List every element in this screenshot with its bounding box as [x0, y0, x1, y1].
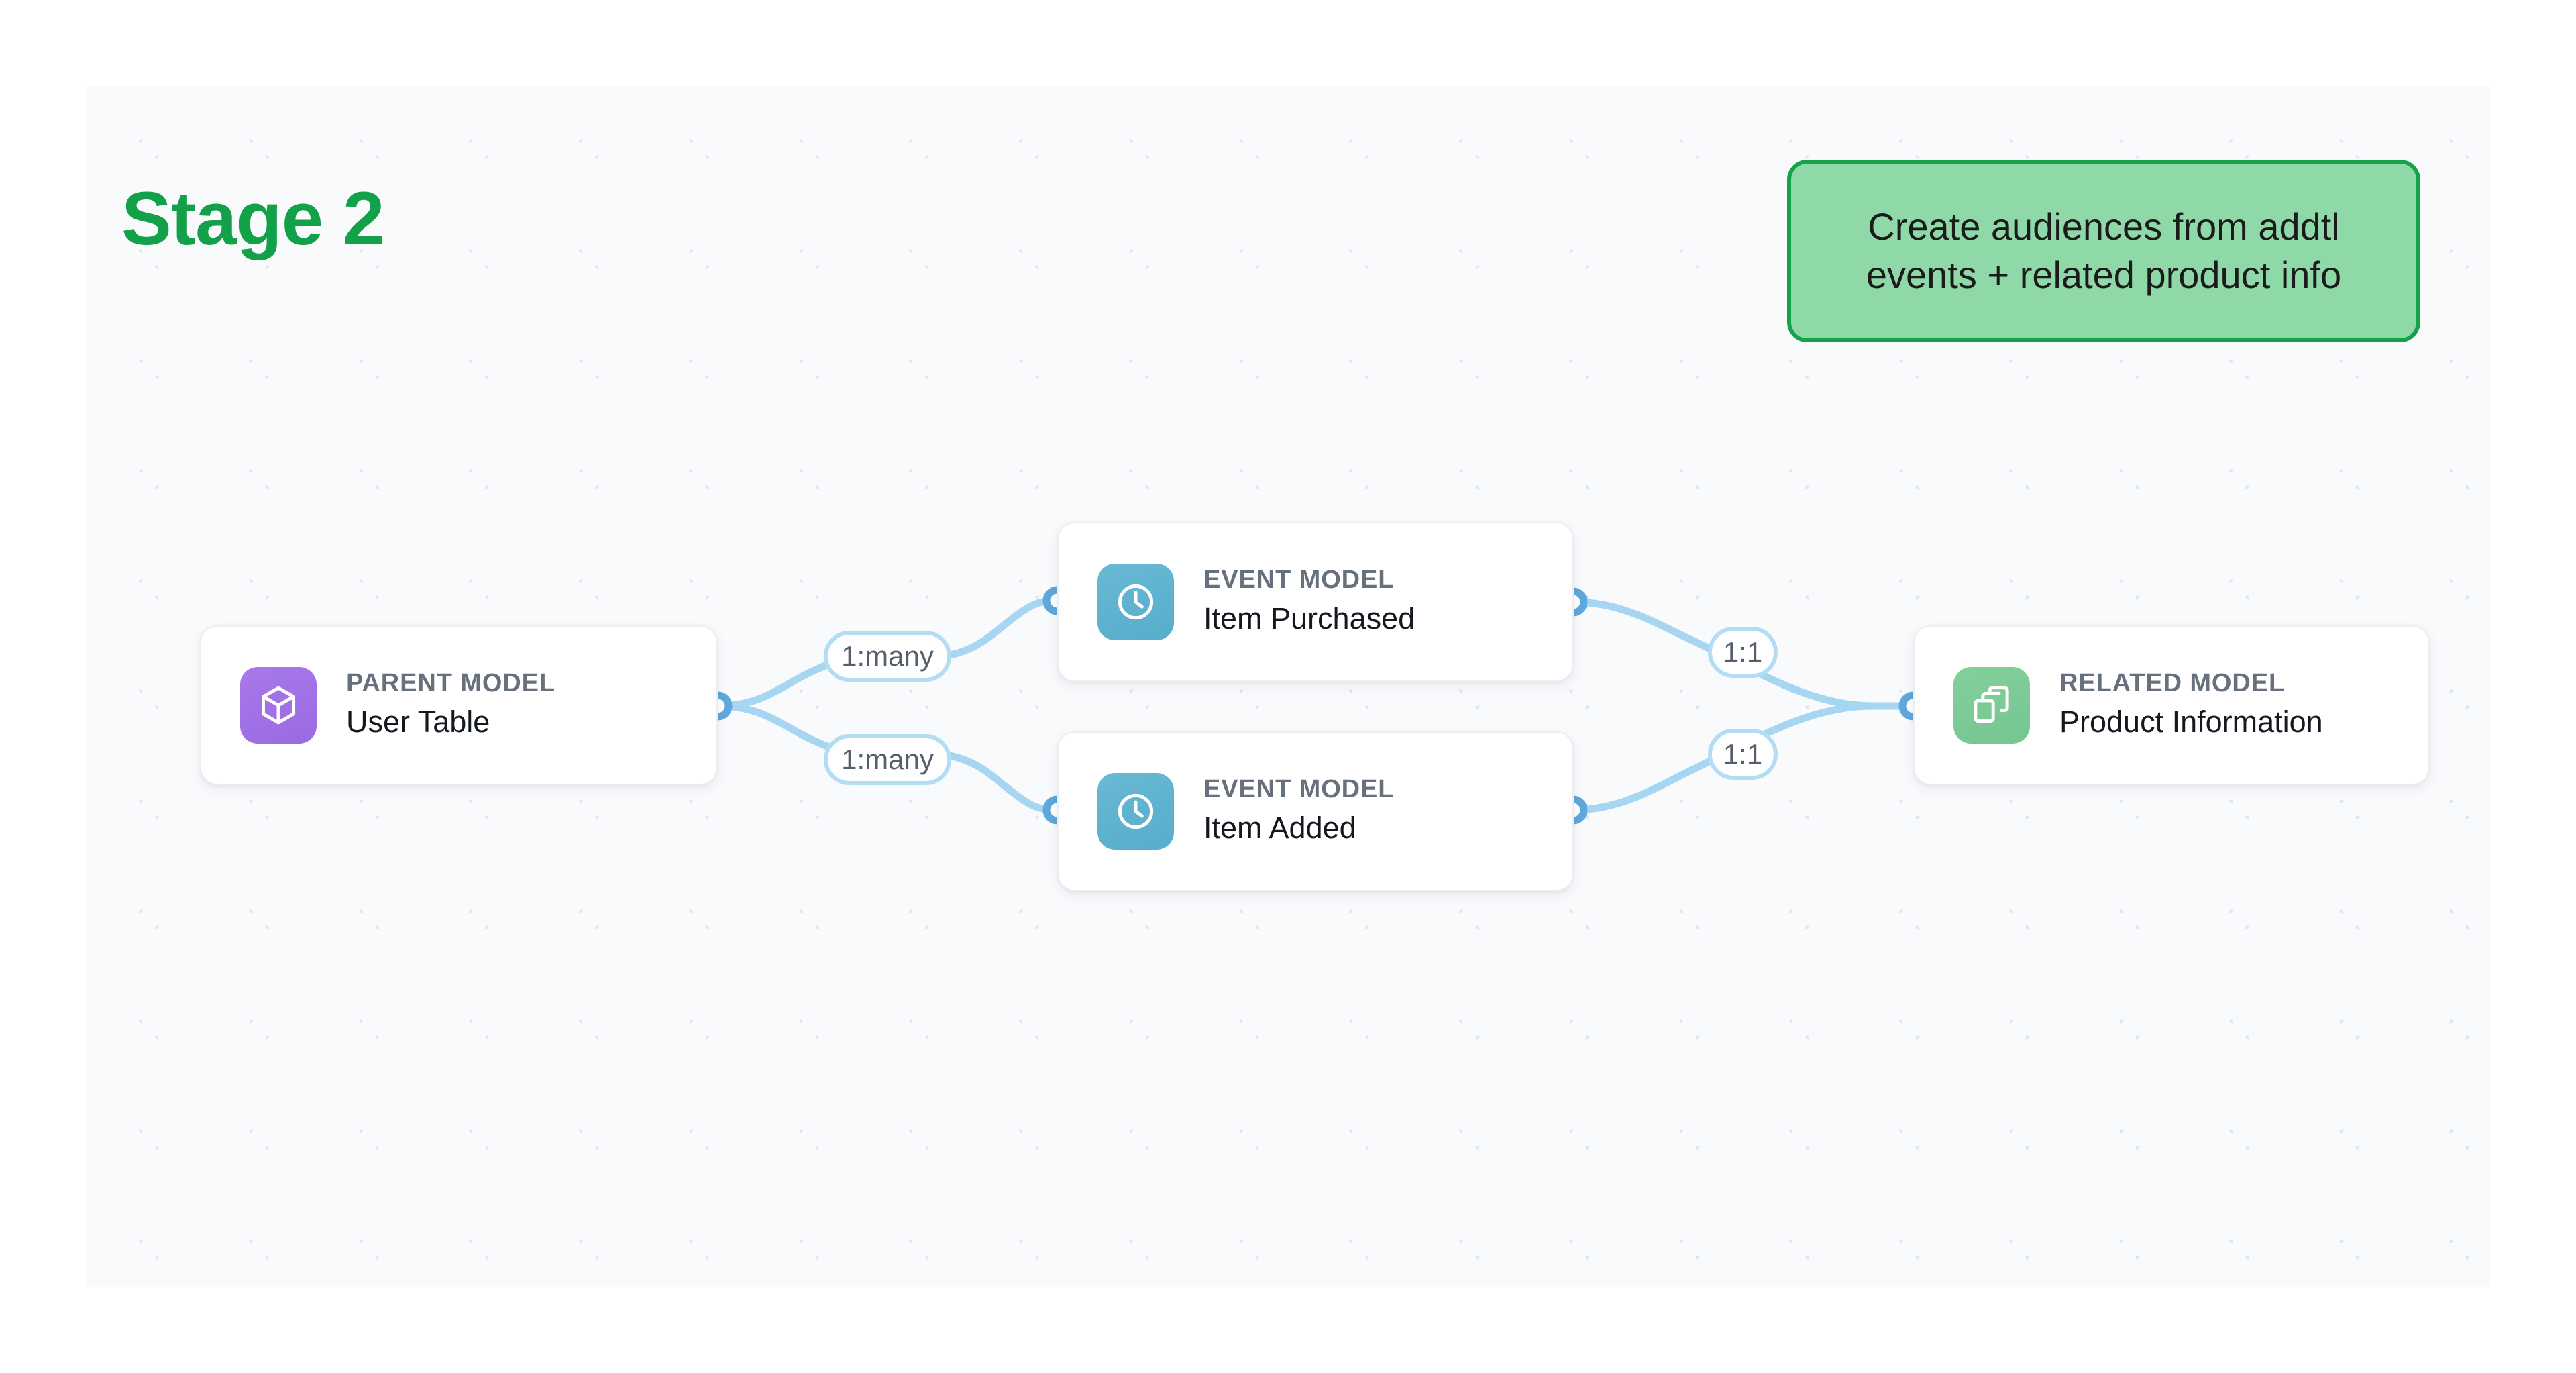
node-event-model-item-purchased[interactable]: EVENT MODEL Item Purchased: [1057, 522, 1574, 682]
node-kind-label: EVENT MODEL: [1203, 566, 1395, 595]
node-event-model-item-added[interactable]: EVENT MODEL Item Added: [1057, 731, 1574, 891]
node-event-model-item-added-text: EVENT MODEL Item Added: [1203, 774, 1394, 848]
relationship-label-item-purchased-product-information[interactable]: 1:1: [1708, 627, 1778, 678]
relationship-label-parent-item-purchased[interactable]: 1:many: [824, 631, 951, 682]
node-name-label: Product Information: [2059, 705, 2323, 740]
clock-icon: [1097, 773, 1174, 850]
node-kind-label: PARENT MODEL: [346, 669, 555, 698]
node-parent-model[interactable]: PARENT MODEL User Table: [200, 625, 718, 785]
annotation-callout: Create audiences from addtl events + rel…: [1787, 160, 2420, 342]
node-name-label: Item Purchased: [1203, 601, 1415, 636]
layers-icon: [1953, 667, 2030, 744]
annotation-callout-text: Create audiences from addtl events + rel…: [1866, 205, 2342, 296]
node-name-label: Item Added: [1203, 811, 1356, 846]
node-related-model-product-information[interactable]: RELATED MODEL Product Information: [1913, 625, 2430, 785]
node-related-model-product-information-text: RELATED MODEL Product Information: [2059, 668, 2323, 742]
node-kind-label: EVENT MODEL: [1203, 775, 1395, 804]
node-name-label: User Table: [346, 705, 490, 740]
node-parent-model-text: PARENT MODEL User Table: [346, 668, 555, 742]
cube-icon: [240, 667, 317, 744]
node-event-model-item-purchased-text: EVENT MODEL Item Purchased: [1203, 565, 1415, 638]
relationship-label-parent-item-added[interactable]: 1:many: [824, 734, 951, 785]
relationship-label-item-added-product-information[interactable]: 1:1: [1708, 729, 1778, 780]
stage-title: Stage 2: [121, 176, 384, 260]
clock-icon: [1097, 564, 1174, 640]
node-kind-label: RELATED MODEL: [2059, 669, 2286, 698]
